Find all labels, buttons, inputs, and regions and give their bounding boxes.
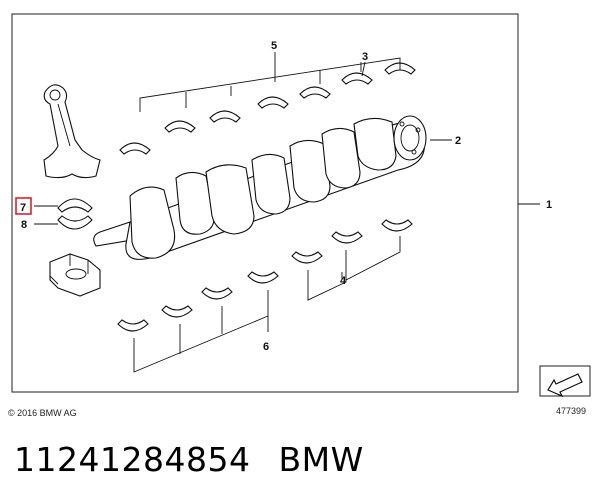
bearing-cap-illustration (49, 253, 101, 297)
copyright-text: © 2016 BMW AG (8, 408, 77, 418)
diagram-frame (11, 13, 519, 393)
connecting-rod-illustration (43, 84, 101, 179)
callout-4-bracket (307, 236, 401, 301)
callout-3-leader (361, 61, 366, 77)
lower-bearing-shells (117, 219, 413, 332)
callout-5-bracket (139, 52, 401, 112)
callout-6: 6 (263, 341, 269, 353)
callout-6-bracket (133, 290, 269, 373)
callout-2: 2 (455, 135, 461, 147)
callout-1: 1 (546, 199, 552, 211)
conrod-bearing-shells (57, 198, 93, 230)
image-number: 477399 (556, 406, 586, 416)
part-caption: 11241284854 BMW (14, 440, 364, 479)
part-number: 11241284854 (14, 440, 251, 479)
crankshaft-illustration (93, 115, 427, 260)
nav-arrow-box[interactable] (539, 365, 591, 398)
brand-name: BMW (278, 440, 364, 479)
callout-8: 8 (21, 219, 27, 231)
parts-diagram: 5 3 2 1 4 6 8 7 © 2016 BMW AG 477399 (8, 13, 591, 418)
arrow-icon (547, 373, 583, 398)
callout-4: 4 (340, 275, 347, 287)
callout-3: 3 (362, 51, 368, 63)
upper-bearing-shells (119, 62, 416, 155)
callout-5: 5 (271, 40, 277, 52)
callout-7[interactable]: 7 (20, 202, 26, 214)
callout-7-highlight (15, 197, 32, 215)
